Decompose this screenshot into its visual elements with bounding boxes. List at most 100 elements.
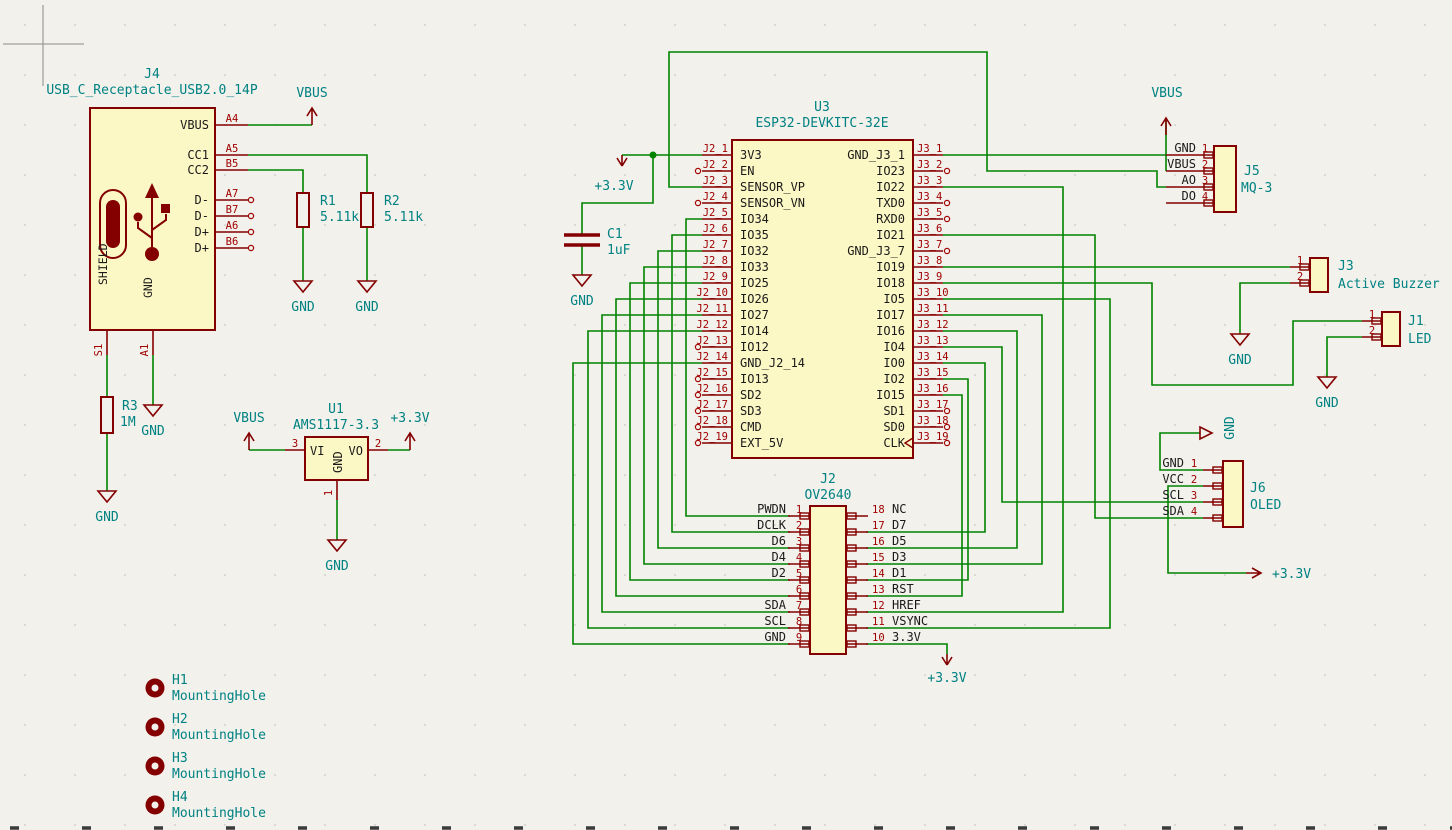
j5-value: MQ-3 [1241,181,1272,196]
u3-body[interactable] [731,139,914,459]
component-j1-led[interactable]: J1 LED 12 [1362,309,1432,347]
wire[interactable] [629,282,790,581]
wire[interactable] [587,330,790,629]
pin-notch [846,592,857,600]
mounting-hole[interactable]: H2 MountingHole [145,712,267,743]
j6-body[interactable] [1222,460,1244,528]
hole-icon [151,762,159,770]
component-j3-buzzer[interactable]: J3 Active Buzzer 12 [1290,255,1440,293]
power-3v3-symbol[interactable]: +3.3V [594,155,634,194]
wire[interactable] [581,155,654,235]
pin-number: J2_13 [696,335,728,347]
wire[interactable] [866,643,948,654]
j3-body[interactable] [1309,257,1329,293]
power-gnd-symbol[interactable]: GND [355,280,379,315]
j1-body[interactable] [1381,311,1401,347]
power-vbus-symbol[interactable]: VBUS [296,86,328,125]
pin-number: 3 [1191,490,1197,502]
component-u1-regulator[interactable]: U1 AMS1117-3.3 VI VO GND 3 2 1 [285,402,388,500]
power-3v3-symbol[interactable]: +3.3V [390,411,430,450]
wire[interactable] [248,169,304,193]
component-r1[interactable]: R1 5.11k [296,192,359,228]
pin-notch [799,560,810,568]
component-c1[interactable]: C1 1uF [564,227,631,258]
wire[interactable] [657,250,790,549]
mounting-hole[interactable]: H1 MountingHole [145,673,267,704]
wire[interactable] [943,234,1203,519]
power-vbus-symbol[interactable]: VBUS [1151,86,1183,135]
wire[interactable] [668,51,1166,188]
wire[interactable] [866,314,1043,565]
power-gnd-symbol[interactable]: GND [141,404,165,439]
power-vbus-symbol[interactable]: VBUS [233,411,265,450]
mounting-hole[interactable]: H4 MountingHole [145,790,267,821]
wire[interactable] [1159,432,1203,471]
wires[interactable] [106,51,1362,654]
wire[interactable] [1326,336,1362,377]
power-label-3v3: +3.3V [927,671,966,686]
wire[interactable] [943,282,1362,386]
wire[interactable] [615,298,790,597]
j2-body[interactable] [809,505,847,655]
mounting-holes[interactable]: H1 MountingHole H2 MountingHole H3 Mount… [145,673,267,821]
r2-body[interactable] [360,192,374,228]
power-gnd-symbol[interactable]: GND [1315,376,1339,411]
wire[interactable] [671,234,790,533]
j2-value: OV2640 [805,488,852,503]
wire[interactable] [601,314,790,613]
power-gnd-symbol[interactable]: GND [95,490,119,525]
component-j2-camera[interactable]: J2 OV2640 1PWDN2DCLK3D64D45D267SDA8SCL9G… [757,472,928,655]
power-label-gnd: GND [355,300,379,315]
pin-number: J2_10 [696,287,728,299]
wire[interactable] [572,362,790,645]
mounting-hole[interactable]: H3 MountingHole [145,751,267,782]
r1-body[interactable] [296,192,310,228]
component-j4-usb-c[interactable]: J4 USB_C_Receptacle_USB2.0_14P SHIELD GN… [46,67,257,356]
power-3v3-symbol[interactable]: +3.3V [927,654,967,686]
power-3v3-symbol[interactable]: +3.3V [1246,567,1311,582]
power-gnd-flag[interactable]: GND [1199,416,1238,441]
pin-number: 13 [872,584,885,596]
u1-body[interactable] [304,436,369,481]
wire[interactable] [866,394,963,597]
component-r3[interactable]: R3 1M [100,396,138,434]
pin-number: 14 [872,568,885,580]
power-gnd-symbol[interactable]: GND [570,274,594,309]
pin-name: IO25 [740,276,769,290]
power-gnd-symbol[interactable]: GND [291,280,315,315]
pin-notch [846,528,857,536]
pin-number: 9 [796,632,802,644]
pin-number: J3_19 [917,431,949,443]
pin-name: IO16 [876,324,905,338]
wire[interactable] [866,362,986,533]
pin-number: J3_7 [917,239,942,251]
component-r2[interactable]: R2 5.11k [360,192,423,228]
hole-value: MountingHole [172,689,266,704]
wire[interactable] [866,186,1064,613]
wire[interactable] [866,330,1018,549]
power-gnd-symbol[interactable]: GND [325,539,349,574]
pin-name: HREF [892,598,921,612]
wire[interactable] [943,346,1203,503]
pin-name: DCLK [757,518,787,532]
pin-number: 11 [872,616,885,628]
wire[interactable] [643,266,790,565]
r3-body[interactable] [100,396,114,434]
j5-body[interactable] [1213,145,1237,213]
wire[interactable] [1167,485,1246,574]
pin-number: J3_2 [917,159,942,171]
pin-name: CLK [883,436,905,450]
wire[interactable] [685,218,790,517]
pin-number: 5 [796,568,802,580]
wire[interactable] [248,154,368,193]
wire[interactable] [866,378,969,581]
j1-value: LED [1408,332,1432,347]
wire[interactable] [1239,282,1290,334]
pin-name: VBUS [180,118,209,132]
wire[interactable] [866,298,1111,629]
power-gnd-symbol[interactable]: GND [1228,333,1252,368]
